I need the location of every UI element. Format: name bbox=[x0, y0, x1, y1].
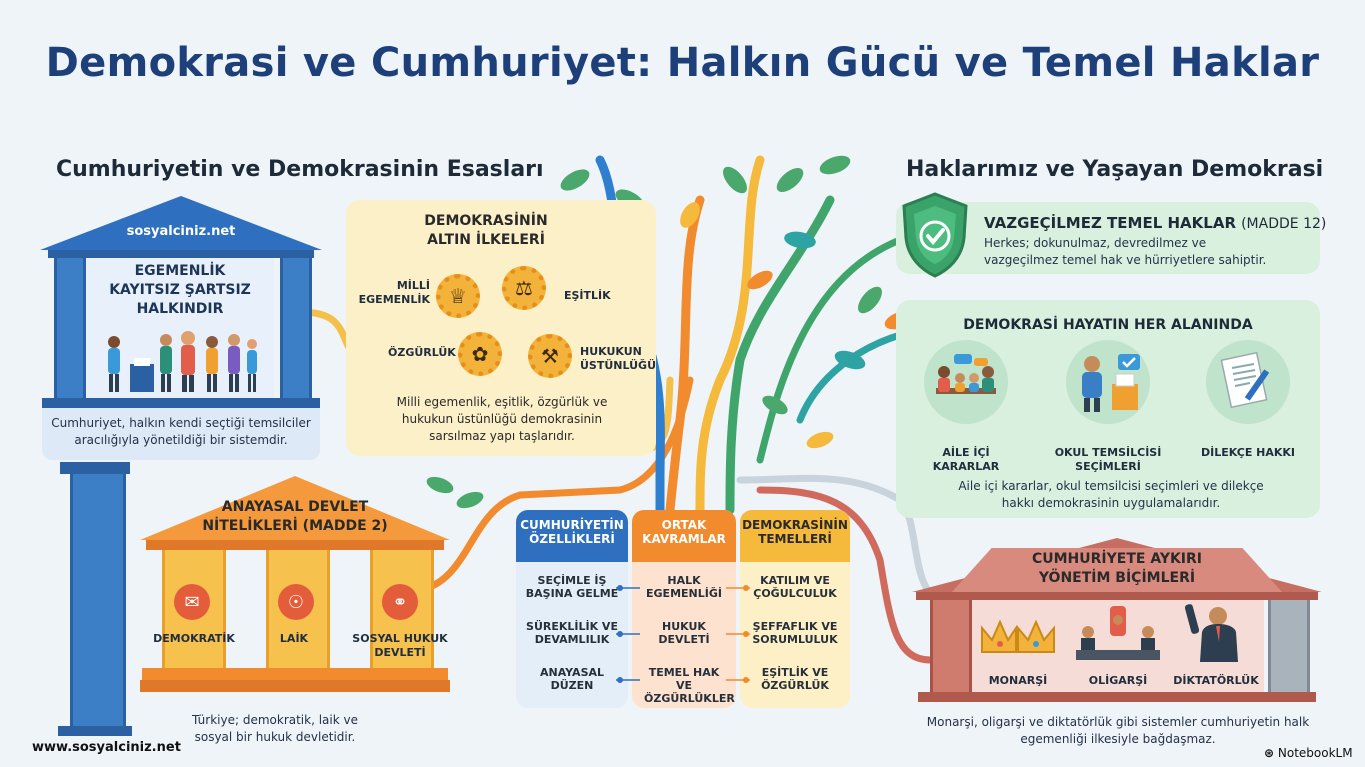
footer-brand: ⊛ NotebookLM bbox=[1264, 746, 1353, 760]
temple-roof bbox=[40, 196, 322, 250]
crown-icon: ♕ bbox=[436, 274, 480, 318]
against-label-monarchy: MONARŞİ bbox=[988, 674, 1048, 687]
temple-pillar-left bbox=[54, 258, 86, 398]
blue-column-cap bbox=[60, 462, 130, 474]
against-label-dictatorship: DİKTATÖRLÜK bbox=[1173, 674, 1259, 687]
crowns-icon bbox=[978, 616, 1058, 660]
rights-article: (MADDE 12) bbox=[1241, 216, 1327, 232]
constitutional-step bbox=[140, 680, 450, 692]
globe-icon: ☉ bbox=[278, 584, 314, 620]
footer-site: www.sosyalciniz.net bbox=[32, 740, 181, 755]
against-label-oligarchy: OLİGARŞİ bbox=[1088, 674, 1148, 687]
rights-heading-row: VAZGEÇİLMEZ TEMEL HAKLAR (MADDE 12) bbox=[984, 213, 1326, 232]
principle-label-esitlik: EŞİTLİK bbox=[564, 289, 611, 302]
against-frieze bbox=[916, 592, 1318, 600]
temple-base bbox=[42, 398, 320, 408]
dove-icon: ✿ bbox=[458, 332, 502, 376]
life-label-family: AİLE İÇİ KARARLAR bbox=[932, 446, 1000, 473]
life-label-school: OKUL TEMSİLCİSİ SEÇİMLERİ bbox=[1054, 446, 1162, 473]
council-icon bbox=[1074, 602, 1162, 664]
constitutional-frieze bbox=[146, 540, 444, 550]
pillar-label-laik: LAİK bbox=[279, 632, 309, 645]
against-roof-fill bbox=[952, 548, 1282, 592]
rights-heading: VAZGEÇİLMEZ TEMEL HAKLAR bbox=[984, 214, 1236, 232]
table-header-common: ORTAK KAVRAMLAR bbox=[632, 510, 736, 562]
against-base bbox=[918, 692, 1316, 702]
family-icon bbox=[924, 340, 1008, 424]
principles-heading: DEMOKRASİNİN ALTIN İLKELERİ bbox=[424, 213, 548, 248]
sovereignty-temple: sosyalciniz.net EGEMENLİK KAYITSIZ ŞARTS… bbox=[40, 196, 322, 466]
blue-column bbox=[70, 462, 126, 734]
against-heading: CUMHURİYETE AYKIRI YÖNETİM BİÇİMLERİ bbox=[1031, 551, 1203, 586]
principle-label-milli: MİLLİ EGEMENLİK bbox=[358, 279, 430, 306]
life-heading: DEMOKRASİ HAYATIN HER ALANINDA bbox=[963, 317, 1253, 333]
table-header-democracy: DEMOKRASİNİN TEMELLERİ bbox=[740, 510, 850, 562]
table-cell: HUKUK DEVLETİ bbox=[658, 620, 710, 646]
temple-caption-box bbox=[42, 408, 320, 460]
table-header-republic: CUMHURİYETİN ÖZELLİKLERİ bbox=[516, 510, 628, 562]
comparison-table: CUMHURİYETİN ÖZELLİKLERİ ORTAK KAVRAMLAR… bbox=[516, 510, 850, 708]
pillar-label-sosyal: SOSYAL HUKUK DEVLETİ bbox=[352, 632, 448, 659]
table-cell: ŞEFFAFLIK VE SORUMLULUK bbox=[752, 620, 838, 646]
blue-column-base bbox=[58, 726, 132, 736]
table-cell: EŞİTLİK VE ÖZGÜRLÜK bbox=[761, 666, 829, 692]
against-pillar-right bbox=[1268, 600, 1310, 692]
constitutional-temple: ANAYASAL DEVLET NİTELİKLERİ (MADDE 2) ✉ … bbox=[140, 476, 450, 704]
right-section-heading: Haklarımız ve Yaşayan Demokrasi bbox=[906, 157, 1324, 182]
table-cell: ANAYASAL DÜZEN bbox=[539, 666, 605, 692]
principles-caption: Milli egemenlik, eşitlik, özgürlük ve hu… bbox=[396, 395, 608, 443]
constitutional-base bbox=[142, 668, 448, 680]
table-cell: HALK EGEMENLİĞİ bbox=[646, 574, 722, 600]
life-caption: Aile içi kararlar, okul temsilcisi seçim… bbox=[958, 479, 1264, 510]
ballot-icon: ✉ bbox=[174, 584, 210, 620]
page-title: Demokrasi ve Cumhuriyet: Halkın Gücü ve … bbox=[45, 40, 1320, 86]
temple-caption: Cumhuriyet, halkın kendi seçtiği temsilc… bbox=[51, 416, 311, 447]
pillar-label-demokratik: DEMOKRATİK bbox=[153, 632, 235, 645]
constitutional-heading: ANAYASAL DEVLET NİTELİKLERİ (MADDE 2) bbox=[202, 499, 388, 534]
table-cell: SEÇİMLE İŞ BAŞINA GELME bbox=[525, 574, 619, 600]
temple-frieze bbox=[48, 250, 314, 258]
table-cell: SÜREKLİLİK VE DEVAMLILIK bbox=[526, 620, 618, 646]
table-cell: KATILIM VE ÇOĞULCULUK bbox=[753, 574, 837, 600]
left-section-heading: Cumhuriyetin ve Demokrasinin Esasları bbox=[56, 157, 544, 182]
temple-pillar-right bbox=[280, 258, 312, 398]
people-voting-illustration bbox=[100, 328, 262, 394]
gavel-icon: ⚒ bbox=[528, 334, 572, 378]
against-pillar-left bbox=[930, 600, 972, 692]
notebooklm-logo-icon: ⊛ bbox=[1264, 746, 1275, 760]
handshake-icon: ⚭ bbox=[382, 584, 418, 620]
table-cell: TEMEL HAK VE ÖZGÜRLÜKLER bbox=[644, 666, 735, 705]
life-label-petition: DİLEKÇE HAKKI bbox=[1200, 446, 1296, 459]
against-caption: Monarşi, oligarşi ve diktatörlük gibi si… bbox=[926, 715, 1310, 746]
rights-text: Herkes; dokunulmaz, devredilmez ve vazge… bbox=[984, 236, 1267, 267]
against-temple: CUMHURİYETE AYKIRI YÖNETİM BİÇİMLERİ MON… bbox=[912, 530, 1322, 710]
principles-card bbox=[346, 200, 656, 456]
constitutional-caption: Türkiye; demokratik, laik ve sosyal bir … bbox=[191, 713, 358, 744]
table-row-connectors bbox=[616, 585, 750, 683]
shield-icon bbox=[900, 192, 970, 278]
constitutional-roof bbox=[140, 476, 450, 540]
principle-label-ozgurluk: ÖZGÜRLÜK bbox=[388, 346, 456, 359]
temple-site-label: sosyalciniz.net bbox=[126, 224, 236, 239]
student-vote-icon bbox=[1066, 340, 1150, 424]
dictator-icon bbox=[1182, 602, 1246, 664]
footer-brand-label: NotebookLM bbox=[1277, 746, 1353, 760]
temple-heading: EGEMENLİK KAYITSIZ ŞARTSIZ HALKINDIR bbox=[109, 263, 251, 317]
scales-icon: ⚖ bbox=[502, 266, 546, 310]
principle-label-hukuk: HUKUKUN ÜSTÜNLÜĞÜ bbox=[580, 345, 657, 372]
petition-icon bbox=[1206, 340, 1290, 424]
